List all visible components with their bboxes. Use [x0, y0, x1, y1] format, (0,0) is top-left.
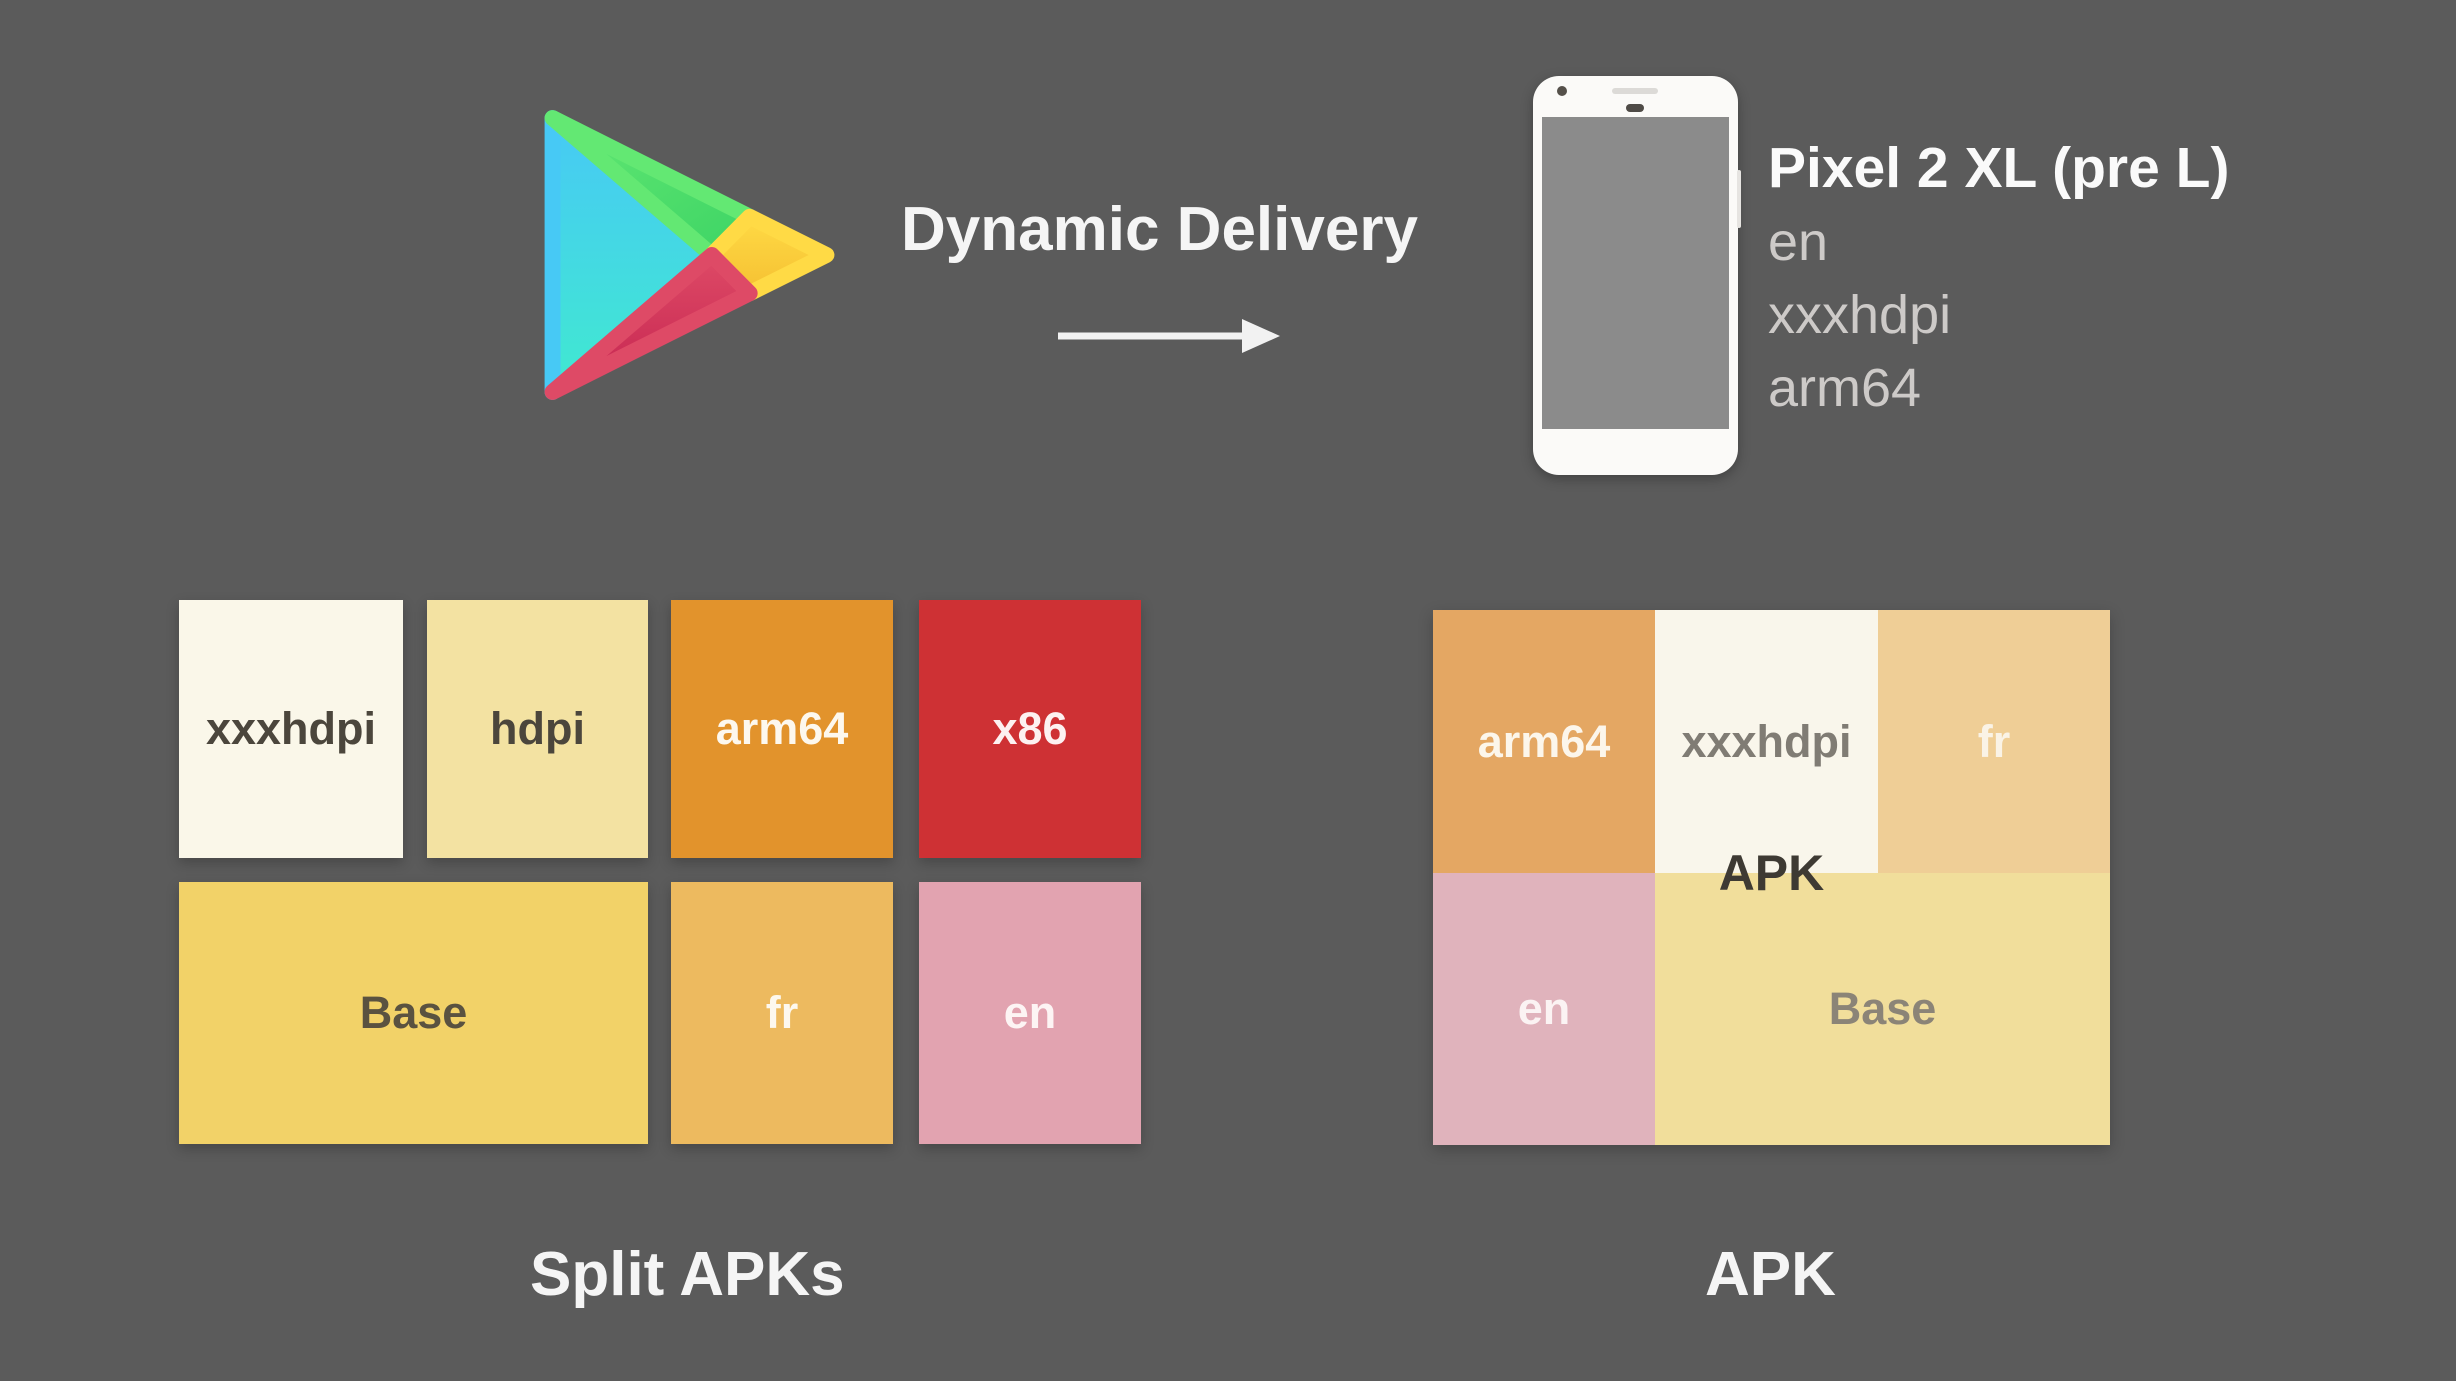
- apk-section-fr: fr: [1878, 610, 2110, 873]
- split-apk-block-en: en: [919, 882, 1141, 1144]
- phone-earpiece: [1626, 104, 1644, 112]
- block-label: x86: [992, 703, 1068, 754]
- block-label: hdpi: [490, 703, 585, 754]
- split-apk-block-arm64: arm64: [671, 600, 893, 858]
- block-label: Base: [359, 987, 468, 1038]
- split-apks-caption: Split APKs: [530, 1240, 845, 1309]
- apk-section-arm64: arm64: [1433, 610, 1655, 873]
- phone-camera-dot: [1557, 86, 1567, 96]
- block-label: xxxhdpi: [205, 703, 377, 754]
- block-label: xxxhdpi: [1681, 715, 1852, 767]
- split-apk-block-x86: x86: [919, 600, 1141, 858]
- pixel-phone-illustration: [1533, 76, 1741, 475]
- block-label: arm64: [715, 703, 849, 754]
- split-apks-grid: xxxhdpi hdpi arm64 x86 Base fr en: [179, 600, 1141, 1144]
- apk-section-en: en: [1433, 873, 1655, 1145]
- device-info: Pixel 2 XL (pre L) en xxxhdpi arm64: [1768, 131, 2229, 425]
- merged-apk-block: arm64 xxxhdpi fr en Base APK: [1433, 610, 2110, 1145]
- dynamic-delivery-title: Dynamic Delivery: [901, 195, 1418, 264]
- phone-screen: [1542, 117, 1729, 429]
- block-label: en: [1517, 983, 1571, 1034]
- device-name: Pixel 2 XL (pre L): [1768, 136, 2230, 200]
- split-apk-block-hdpi: hdpi: [427, 600, 648, 858]
- play-logo-red-wedge: [544, 247, 758, 400]
- block-label: en: [1003, 987, 1057, 1038]
- apk-section-xxxhdpi: xxxhdpi: [1655, 610, 1878, 873]
- block-label: fr: [1977, 715, 2011, 767]
- phone-side-button: [1737, 170, 1741, 228]
- apk-caption: APK: [1705, 1240, 1836, 1309]
- google-play-logo-icon: [544, 110, 835, 400]
- apk-overlay-label: APK: [1718, 845, 1825, 901]
- block-label: fr: [765, 987, 799, 1038]
- device-config-language: en: [1768, 212, 1829, 272]
- block-label: Base: [1828, 983, 1937, 1034]
- phone-speaker-slot: [1612, 88, 1658, 94]
- device-config-abi: arm64: [1768, 358, 1922, 418]
- split-apk-block-xxxhdpi: xxxhdpi: [179, 600, 403, 858]
- block-label: arm64: [1477, 715, 1611, 767]
- apk-section-base: Base: [1655, 873, 2110, 1145]
- split-apk-block-fr: fr: [671, 882, 893, 1144]
- device-config-density: xxxhdpi: [1768, 285, 1952, 345]
- right-arrow-icon: [1058, 319, 1280, 353]
- split-apk-block-base: Base: [179, 882, 648, 1144]
